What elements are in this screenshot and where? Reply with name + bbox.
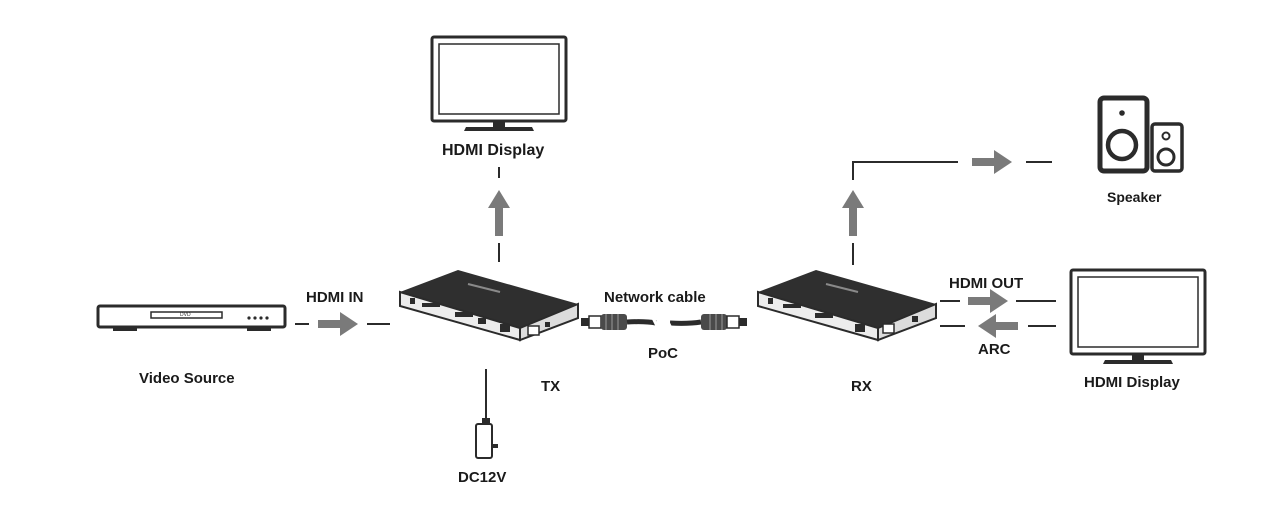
dvd-player-icon <box>96 304 287 331</box>
hdmi-out-label: HDMI OUT <box>949 275 1024 292</box>
network-cable-label: Network cable <box>604 289 706 306</box>
hdmi-display-top-label: HDMI Display <box>442 142 545 159</box>
arrow-hdmi-out-icon <box>940 289 1056 313</box>
hdmi-display-right-label: HDMI Display <box>1084 374 1180 391</box>
arc-label: ARC <box>978 341 1011 358</box>
poc-label: PoC <box>648 345 678 362</box>
hdmi-in-label: HDMI IN <box>306 289 364 306</box>
dvd-label: DVD <box>180 312 191 318</box>
arrow-rx-speaker-icon <box>842 150 1052 265</box>
speaker-icon <box>1097 95 1184 174</box>
power-adapter-icon <box>475 369 498 459</box>
speaker-label: Speaker <box>1107 189 1162 205</box>
tx-label: TX <box>541 378 561 395</box>
video-source-label: Video Source <box>139 370 235 387</box>
tv-icon-top <box>430 35 568 131</box>
extender-rx-icon <box>757 270 937 342</box>
arrow-up-tx-icon <box>488 167 510 262</box>
arrow-arc-icon <box>940 314 1056 338</box>
tv-icon-right <box>1069 268 1207 364</box>
network-cable-icon <box>581 314 747 330</box>
extender-tx-icon <box>399 270 579 342</box>
dc12v-label: DC12V <box>458 469 507 486</box>
arrow-hdmi-in-icon <box>295 312 390 336</box>
rx-label: RX <box>851 378 872 395</box>
